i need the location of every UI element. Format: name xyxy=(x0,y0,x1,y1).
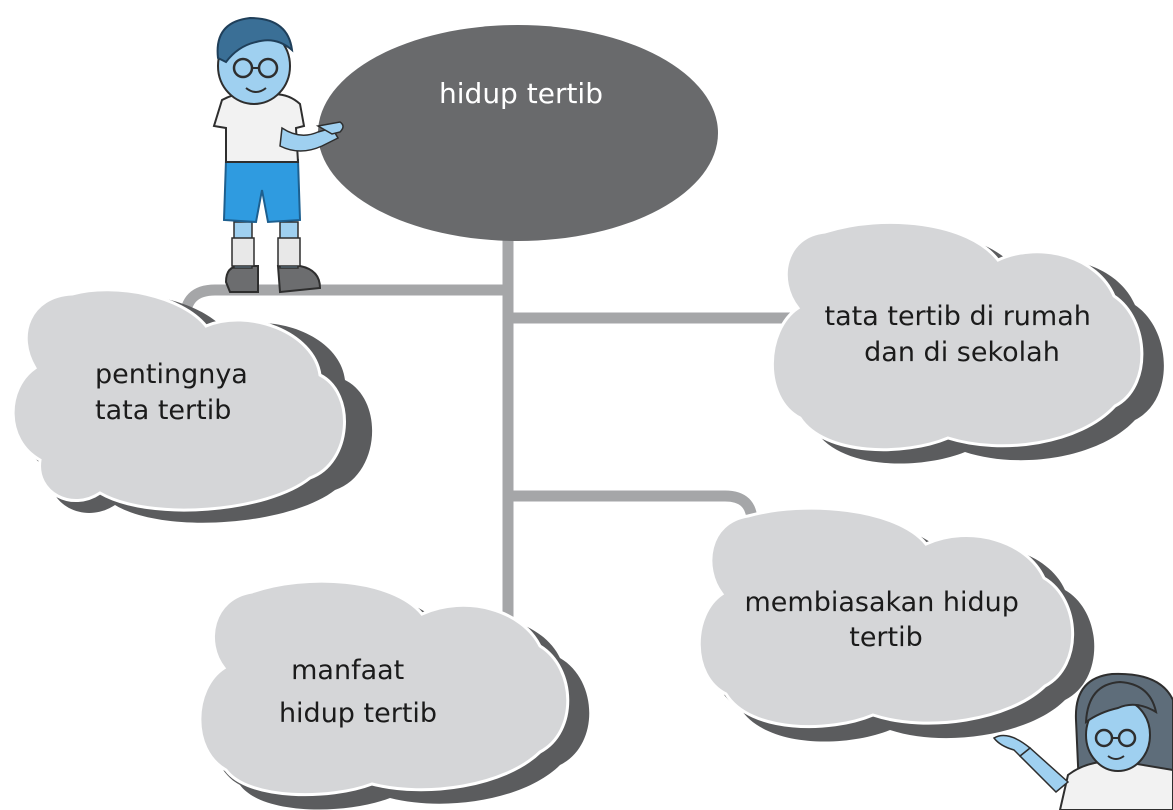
boy-shoe-right xyxy=(276,265,322,294)
boy-sock-right xyxy=(277,237,301,267)
node-label: tata tertib di rumah dan di sekolah xyxy=(825,301,1100,368)
node-pentingnya: pentingnya tata tertib xyxy=(11,288,373,523)
boy-shorts xyxy=(222,159,302,224)
boy-hand xyxy=(315,121,344,135)
bubble xyxy=(198,579,570,797)
boy-pointing-illustration xyxy=(212,16,344,294)
boy-shoe-left xyxy=(224,265,259,293)
node-label: pentingnya tata tertib xyxy=(95,359,256,426)
center-node: hidup tertib xyxy=(318,25,718,241)
boy-sock-left xyxy=(231,237,255,267)
node-manfaat: manfaat hidup tertib xyxy=(198,579,590,810)
node-membiasakan: membiasakan hidup tertib xyxy=(697,506,1095,742)
girl-hand xyxy=(992,734,1032,758)
connector-membiasakan xyxy=(502,490,758,528)
node-label: membiasakan hidup tertib xyxy=(744,587,1027,653)
bubble xyxy=(11,288,346,512)
boy-hair xyxy=(216,16,294,64)
bubble xyxy=(697,506,1075,729)
center-label: hidup tertib xyxy=(439,77,603,110)
node-tata-tertib: tata tertib di rumah dan di sekolah xyxy=(771,220,1164,464)
girl-pointing-illustration xyxy=(992,672,1173,810)
center-ellipse xyxy=(318,25,718,241)
girl-arm xyxy=(1018,747,1070,794)
girl-hair-front xyxy=(1084,680,1158,725)
node-label: manfaat hidup tertib xyxy=(279,655,437,729)
boy-mouth xyxy=(245,87,267,93)
bubble xyxy=(771,220,1144,452)
girl-mouth xyxy=(1107,755,1125,760)
boy-arm xyxy=(279,126,340,152)
